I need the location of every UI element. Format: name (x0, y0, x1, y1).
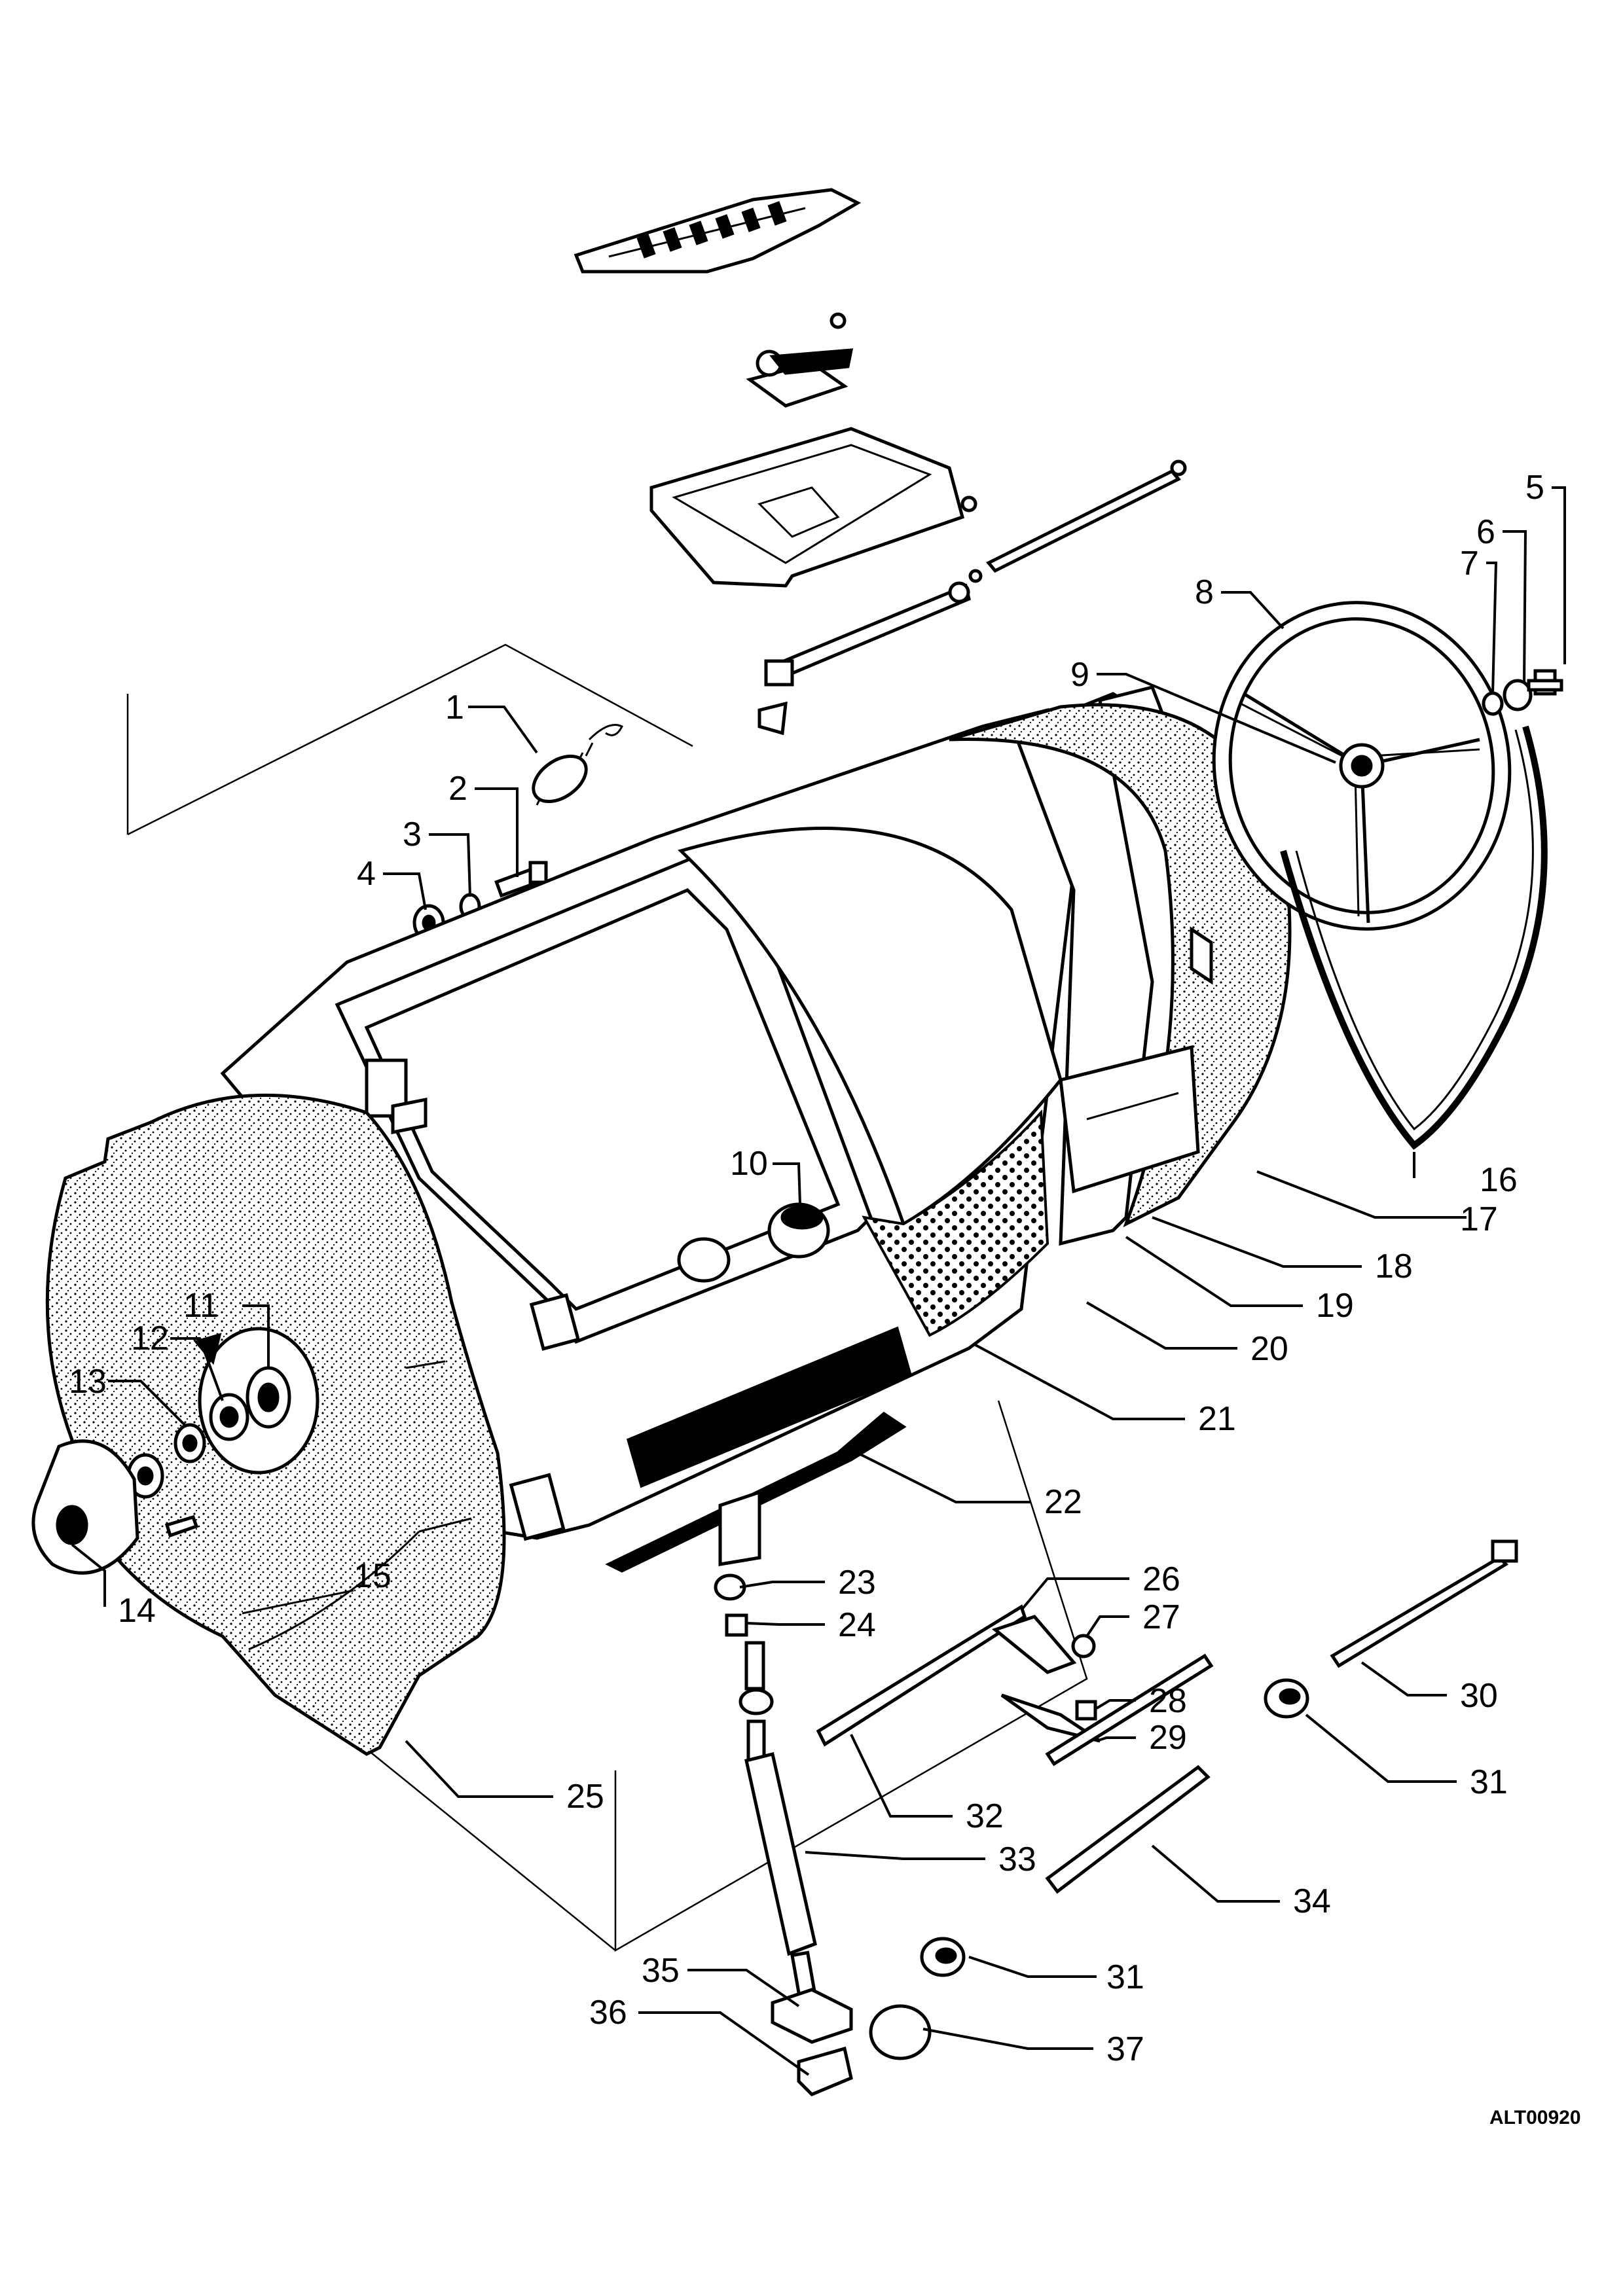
callout-12: 12 (131, 1319, 169, 1357)
bearing-hub (31, 1333, 291, 1575)
drive-belt (1280, 725, 1548, 1150)
callout-labels: 1 2 3 4 5 6 7 8 9 10 11 12 13 14 15 16 1… (69, 469, 1544, 2068)
callout-31: 31 (1470, 1763, 1508, 1801)
callout-20: 20 (1250, 1330, 1288, 1368)
callout-22: 22 (1044, 1483, 1082, 1521)
leader-lines (71, 486, 1566, 2076)
rubber-bushes (869, 1678, 1309, 2060)
callout-8: 8 (1195, 573, 1214, 611)
hinge-rail (757, 581, 971, 736)
pulley-bolt-washers (1482, 669, 1563, 716)
callout-14: 14 (118, 1592, 156, 1630)
door-panel (649, 427, 1187, 588)
callout-10: 10 (730, 1145, 768, 1183)
callout-33: 33 (998, 1840, 1036, 1878)
callout-19: 19 (1316, 1287, 1354, 1325)
callout-11: 11 (183, 1287, 219, 1325)
callout-36: 36 (589, 1994, 627, 2032)
callout-37: 37 (1106, 2030, 1144, 2068)
callout-9: 9 (1070, 656, 1089, 694)
drawing-code: ALT00920 (1489, 2107, 1581, 2128)
drum-pulley (1212, 601, 1512, 931)
callout-7: 7 (1460, 545, 1479, 583)
callout-32: 32 (966, 1797, 1004, 1835)
callout-18: 18 (1375, 1247, 1413, 1285)
callout-16: 16 (1480, 1161, 1518, 1199)
callout-15: 15 (354, 1557, 392, 1595)
callout-3: 3 (403, 816, 422, 853)
callout-34: 34 (1293, 1882, 1331, 1920)
callout-21: 21 (1198, 1400, 1236, 1438)
door-slots (636, 201, 787, 259)
callout-1: 1 (445, 689, 464, 726)
callout-24: 24 (838, 1606, 876, 1644)
suspension-spring (532, 724, 624, 806)
door-seal-top (574, 188, 862, 274)
callout-5: 5 (1525, 469, 1544, 507)
callout-31-lower: 31 (1106, 1958, 1144, 1996)
callout-4: 4 (357, 855, 376, 893)
support-rails (816, 1539, 1518, 1894)
mount-brackets (771, 1988, 853, 2096)
callout-17: 17 (1460, 1200, 1498, 1238)
callout-23: 23 (838, 1564, 876, 1602)
callout-6: 6 (1476, 513, 1495, 551)
cabinet-outline (126, 643, 1088, 1952)
callout-13: 13 (69, 1363, 107, 1401)
callout-35: 35 (642, 1952, 680, 1990)
callout-29: 29 (1149, 1719, 1187, 1757)
door-latch (746, 312, 854, 408)
callout-28: 28 (1149, 1682, 1187, 1720)
callout-26: 26 (1142, 1560, 1180, 1598)
insulation-blanket (949, 703, 1292, 1228)
callout-30: 30 (1460, 1677, 1498, 1715)
callout-27: 27 (1142, 1598, 1180, 1636)
tub-fittings (365, 1058, 830, 1541)
callout-2: 2 (448, 770, 467, 808)
outer-tub (220, 685, 1222, 1573)
shock-absorber (714, 1573, 817, 1996)
callout-25: 25 (566, 1778, 604, 1816)
